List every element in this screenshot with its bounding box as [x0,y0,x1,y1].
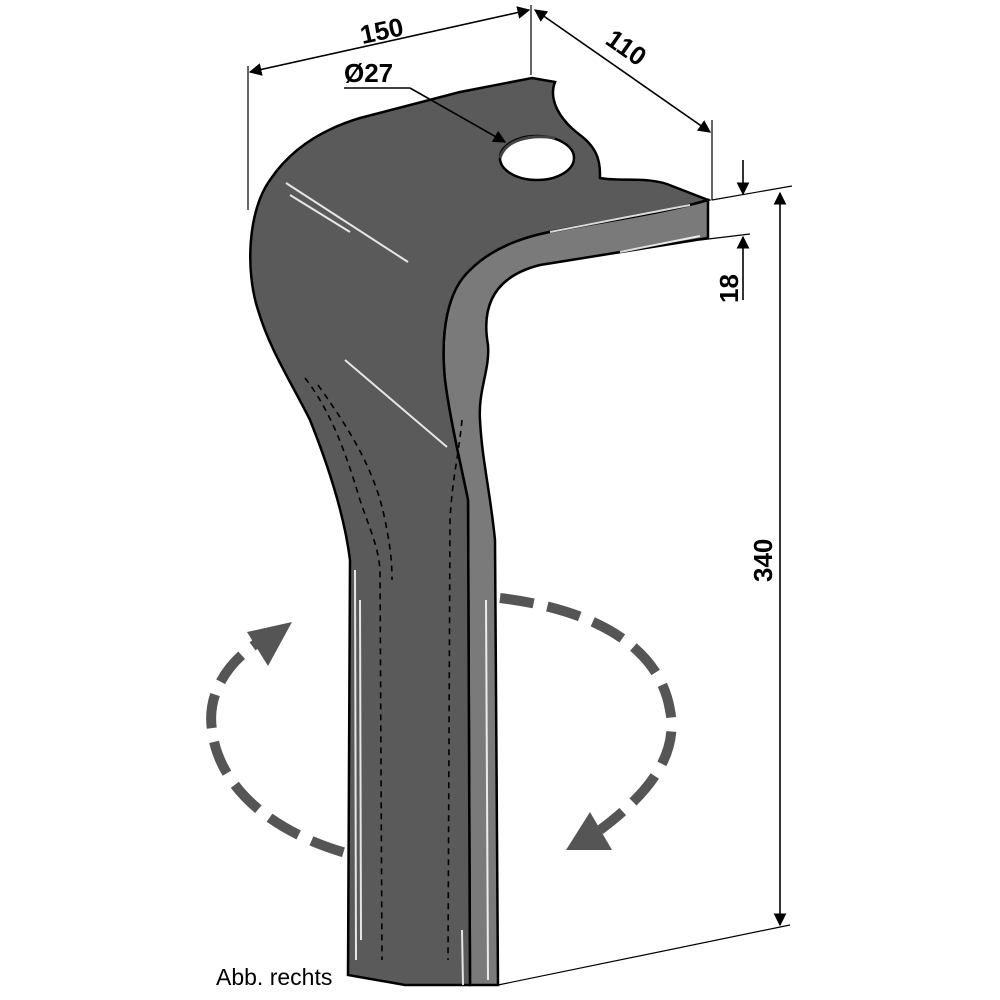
dimension-height: 340 [497,191,791,986]
figure-caption: Abb. rechts [216,964,333,990]
height-label: 340 [748,539,778,582]
blade-face [249,76,712,987]
thickness-label: 18 [714,274,744,303]
width-label: 150 [357,12,406,50]
rotation-arrowhead-top [247,622,292,666]
dimension-hole: Ø27 [344,58,507,143]
hole-label: Ø27 [344,58,393,88]
rotation-arrowhead-bottom [566,812,612,850]
rotation-arrow-icon [206,593,677,873]
blade-edge [442,198,710,987]
dimension-width: 150 [247,5,532,210]
tine-blade [249,76,712,987]
surface-highlights [285,182,701,986]
depth-label: 110 [601,23,653,72]
hidden-lines [304,377,463,961]
dimension-thickness: 18 [699,160,793,303]
